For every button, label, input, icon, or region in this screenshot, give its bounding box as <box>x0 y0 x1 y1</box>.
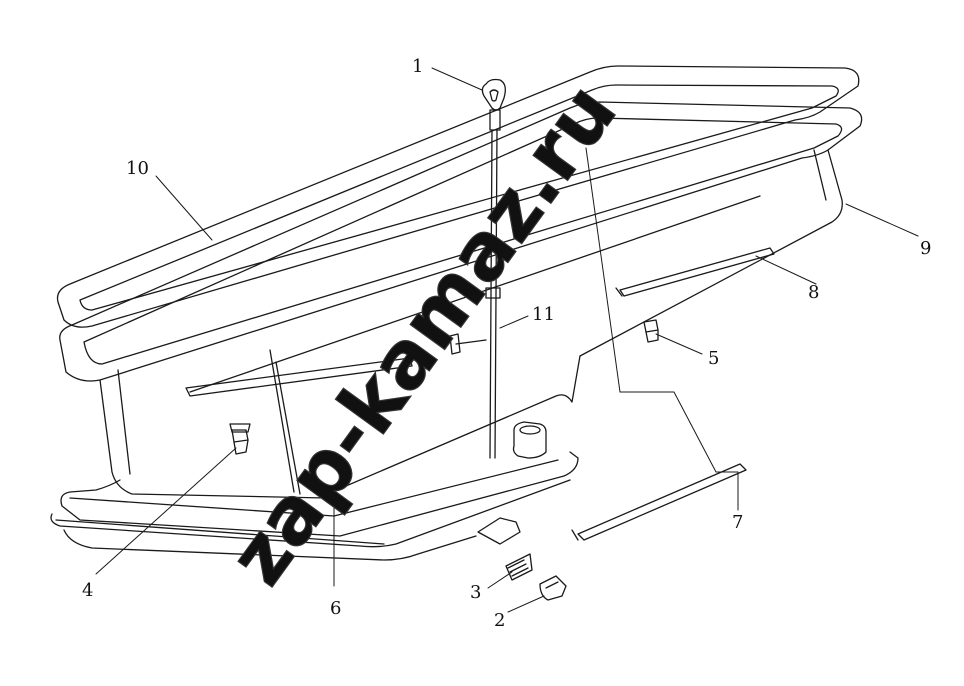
bolt-part-4 <box>229 423 251 455</box>
callout-2: 2 <box>494 610 505 631</box>
callout-labels: 1 2 3 4 5 6 7 8 9 10 11 <box>82 56 931 631</box>
callout-8: 8 <box>808 282 819 303</box>
drain-plug-part-2 <box>539 575 567 601</box>
bolt-part-5 <box>643 319 659 343</box>
dipstick-part-1 <box>481 78 506 459</box>
callout-5: 5 <box>708 348 719 369</box>
callout-10: 10 <box>126 158 149 179</box>
callout-9: 9 <box>920 238 931 259</box>
callout-4: 4 <box>82 580 93 601</box>
callout-3: 3 <box>470 582 481 603</box>
drain-seal-part-3 <box>505 553 533 581</box>
watermark-text: zap-kamaz.ru <box>213 68 635 601</box>
watermark: zap-kamaz.ru <box>212 67 635 601</box>
callout-11: 11 <box>532 304 555 325</box>
baffle-strip-part-7 <box>571 463 747 541</box>
leader-lines <box>95 67 919 613</box>
guide-tube-part-11 <box>449 333 487 355</box>
callout-1: 1 <box>412 56 423 77</box>
baffle-strip-part-8 <box>615 247 775 297</box>
baffle-strip-part-6 <box>185 357 413 397</box>
callout-6: 6 <box>330 598 341 619</box>
callout-7: 7 <box>732 512 743 533</box>
gasket-part-10 <box>56 65 860 328</box>
